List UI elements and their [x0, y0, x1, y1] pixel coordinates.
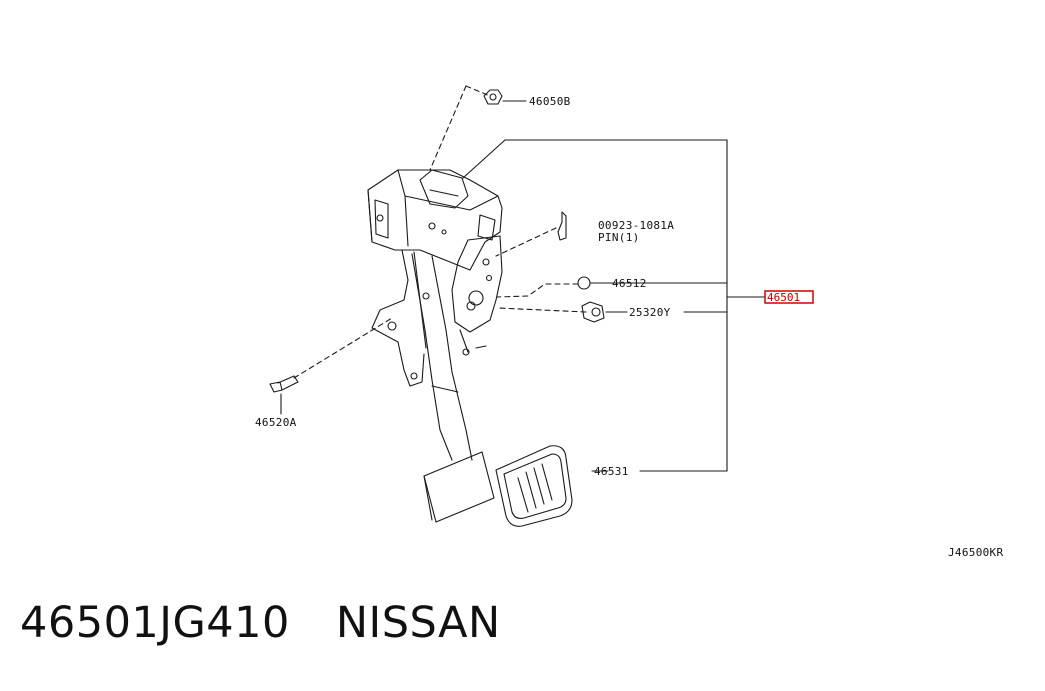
part-number: 46501JG410	[20, 598, 290, 648]
switch-25320y-shape	[581, 301, 605, 323]
callout-leaders	[280, 100, 766, 472]
pin-00923-shape	[557, 211, 567, 241]
assembly-highlight-box	[764, 290, 814, 304]
exploded-view-lines	[293, 85, 587, 379]
pedal-bracket-drawing	[367, 139, 728, 527]
callout-pin-qty: PIN(1)	[598, 231, 640, 244]
callout-46531: 46531	[594, 465, 629, 478]
assembly-label-46501[interactable]: 46501	[767, 291, 800, 304]
nut-46050b-shape	[483, 89, 503, 105]
bush-46512-shape	[577, 276, 591, 290]
bolt-46520a-shape	[269, 375, 299, 393]
brand-name: NISSAN	[335, 598, 501, 648]
diagram-reference-code: J46500KR	[948, 546, 1003, 559]
callout-00923-1081a: 00923-1081A	[598, 219, 674, 232]
callout-46512: 46512	[612, 277, 647, 290]
part-caption: 46501JG410 NISSAN	[20, 598, 501, 648]
callout-46520a: 46520A	[255, 416, 297, 429]
callout-46050b: 46050B	[529, 95, 571, 108]
callout-25320y: 25320Y	[629, 306, 671, 319]
